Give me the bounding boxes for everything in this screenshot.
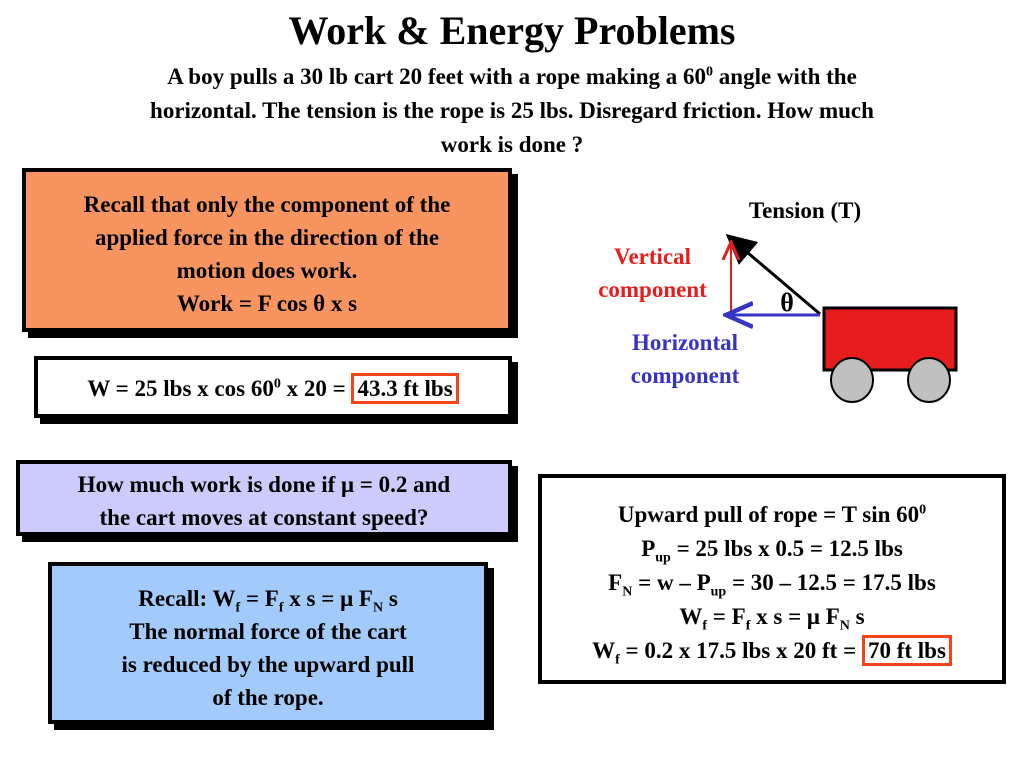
vertical-label-line2: component: [598, 277, 707, 302]
r2-text: Recall: W: [138, 586, 236, 611]
sol-text: = w – P: [632, 570, 711, 595]
tension-rope-arrow: [725, 234, 821, 316]
question-line2: the cart moves at constant speed?: [99, 505, 429, 530]
work-calc-mid: x 20 =: [280, 376, 352, 401]
work-answer-highlight: 43.3 ft lbs: [351, 373, 459, 404]
degree-sup: 0: [706, 64, 714, 80]
sol-sub: N: [839, 618, 850, 634]
recall-friction-box: Recall: Wf = Ff x s = μ FN s The normal …: [48, 562, 488, 724]
sol-sub: f: [615, 652, 620, 668]
sol-sub: N: [622, 584, 633, 600]
degree-sup: 0: [919, 502, 927, 518]
sol-text: W: [592, 638, 616, 663]
problem-statement: A boy pulls a 30 lb cart 20 feet with a …: [40, 60, 984, 162]
work-calc-text: W = 25 lbs x cos 60: [87, 376, 274, 401]
recall2-line4: of the rope.: [212, 685, 324, 710]
recall2-line2: The normal force of the cart: [129, 619, 407, 644]
sol-text: = F: [707, 604, 746, 629]
problem-line1: A boy pulls a 30 lb cart 20 feet with a …: [167, 64, 707, 89]
r2-text: s: [383, 586, 398, 611]
work-calculation-box: W = 25 lbs x cos 600 x 20 = 43.3 ft lbs: [34, 356, 512, 418]
vertical-component-label: Vertical component: [580, 240, 725, 306]
tension-label: Tension (T): [748, 198, 862, 223]
cart-wheel-left: [830, 357, 874, 403]
recall-line2: applied force in the direction of the: [94, 225, 440, 250]
sol-sub: f: [745, 618, 751, 634]
sol-text: = 25 lbs x 0.5 = 12.5 lbs: [670, 536, 903, 561]
work-formula: Work = F cos θ x s: [176, 291, 358, 316]
horizontal-component-label: Horizontal component: [605, 326, 765, 392]
horizontal-label-line2: component: [630, 363, 740, 388]
problem-line2: horizontal. The tension is the rope is 2…: [150, 98, 874, 123]
sol-text: x s = μ F: [750, 604, 840, 629]
sol-text: = 0.2 x 17.5 lbs x 20 ft =: [619, 638, 862, 663]
sol-text: = 30 – 12.5 = 17.5 lbs: [726, 570, 936, 595]
recall-component-box: Recall that only the component of the ap…: [22, 168, 512, 332]
sol-sub: f: [702, 618, 708, 634]
degree-sup: 0: [273, 376, 281, 392]
recall2-line3: is reduced by the upward pull: [121, 652, 415, 677]
sol-text: Upward pull of rope = T sin 60: [617, 502, 920, 527]
page-title: Work & Energy Problems: [288, 8, 736, 53]
problem-line3: work is done ?: [440, 132, 584, 157]
sol-text: W: [679, 604, 703, 629]
r2-text: x s = μ F: [283, 586, 373, 611]
recall-line3: motion does work.: [176, 258, 358, 283]
sol-text: F: [608, 570, 623, 595]
r2-sub: f: [235, 600, 241, 616]
question-line1: How much work is done if μ = 0.2 and: [77, 472, 451, 497]
recall-line1: Recall that only the component of the: [83, 192, 451, 217]
r2-text: = F: [240, 586, 279, 611]
sol-text: P: [641, 536, 656, 561]
friction-work-answer-highlight: 70 ft lbs: [861, 635, 952, 666]
problem-line1-end: angle with the: [713, 64, 857, 89]
sol-text: s: [849, 604, 865, 629]
horizontal-label-line1: Horizontal: [631, 330, 739, 355]
solution-box: Upward pull of rope = T sin 600 Pup = 25…: [538, 474, 1006, 684]
vertical-label-line1: Vertical: [613, 244, 692, 269]
friction-question-box: How much work is done if μ = 0.2 and the…: [16, 460, 512, 536]
theta-label: θ: [780, 288, 794, 317]
sol-sub: up: [710, 584, 727, 600]
r2-sub: N: [372, 600, 384, 616]
sol-sub: up: [655, 550, 671, 566]
r2-sub: f: [278, 600, 284, 616]
cart-wheel-right: [907, 357, 951, 403]
